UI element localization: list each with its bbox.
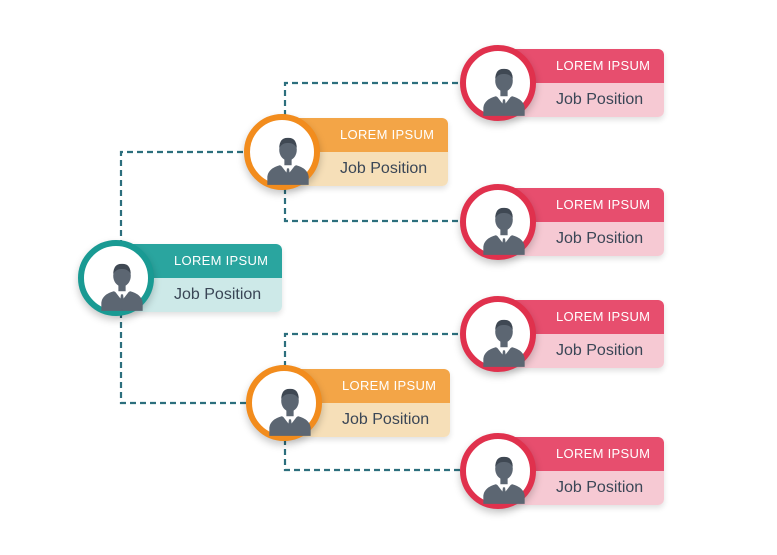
connector-mid-2-to-leaf-4 bbox=[283, 439, 465, 472]
person-icon bbox=[269, 388, 311, 436]
person-icon bbox=[483, 68, 525, 116]
avatar-ring bbox=[246, 365, 322, 441]
avatar-ring bbox=[460, 45, 536, 121]
avatar-ring bbox=[460, 296, 536, 372]
connector-root-to-mid-1 bbox=[119, 150, 255, 246]
avatar-ring bbox=[244, 114, 320, 190]
person-icon bbox=[483, 456, 525, 504]
connector-mid-1-to-leaf-2 bbox=[283, 188, 465, 223]
connector-mid-2-to-leaf-3 bbox=[283, 332, 465, 367]
person-icon bbox=[267, 137, 309, 185]
avatar-ring bbox=[460, 433, 536, 509]
person-icon bbox=[483, 207, 525, 255]
connector-root-to-mid-2 bbox=[119, 312, 255, 405]
person-icon bbox=[483, 319, 525, 367]
avatar-ring bbox=[78, 240, 154, 316]
connector-mid-1-to-leaf-1 bbox=[283, 81, 465, 116]
avatar-ring bbox=[460, 184, 536, 260]
person-icon bbox=[101, 263, 143, 311]
